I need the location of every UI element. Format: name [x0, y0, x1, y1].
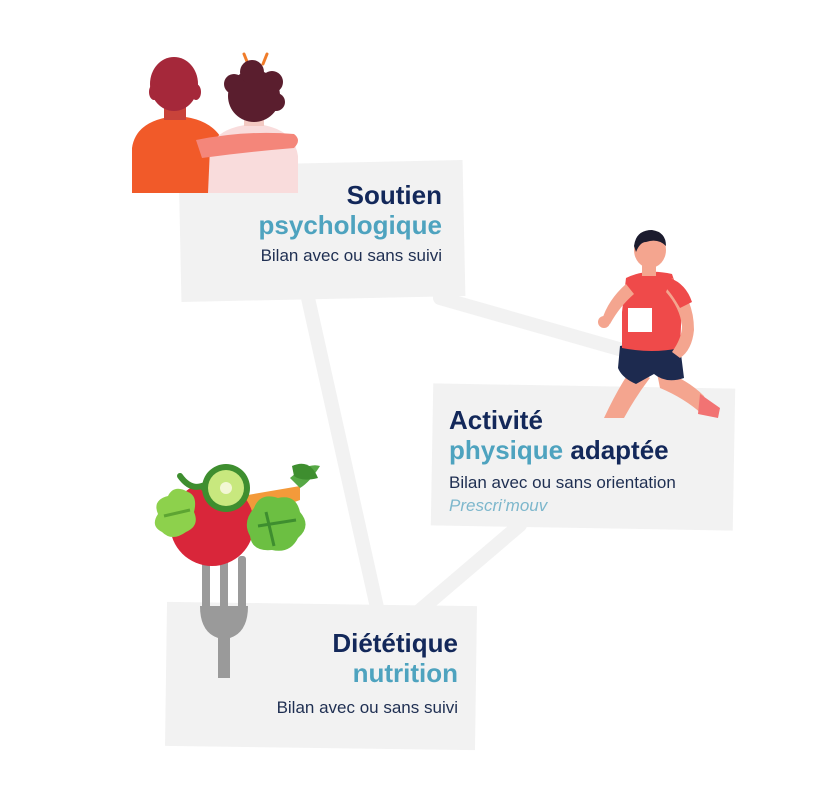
text-activite-physique: Activité physique adaptée Bilan avec ou …: [449, 405, 676, 517]
card-title-line2: psychologique: [258, 210, 442, 240]
card-title-line1: Soutien: [346, 180, 442, 210]
card-title-accent: physique: [449, 435, 564, 465]
card-note: Prescri’mouv: [449, 496, 548, 515]
card-subtitle: Bilan avec ou sans suivi: [276, 698, 458, 717]
friends-embrace-illustration: [132, 52, 298, 193]
runner-illustration: [598, 230, 720, 418]
connector-psy-diet: [301, 291, 385, 619]
text-dietetique-nutrition: Diététique nutrition Bilan avec ou sans …: [277, 628, 458, 720]
connector-psy-apa: [433, 291, 647, 362]
text-soutien-psychologique: Soutien psychologique Bilan avec ou sans…: [259, 180, 442, 268]
card-subtitle: Bilan avec ou sans suivi: [260, 246, 442, 265]
card-title-rest: adaptée: [563, 435, 669, 465]
connector-apa-diet: [411, 518, 527, 619]
card-title-line1: Activité: [449, 405, 543, 435]
card-title-line2: physique adaptée: [449, 435, 676, 465]
card-title-line2: nutrition: [352, 658, 458, 688]
card-subtitle: Bilan avec ou sans orientation: [449, 473, 676, 492]
card-title-line1: Diététique: [332, 628, 458, 658]
vegetable-fork-illustration: [154, 463, 320, 678]
